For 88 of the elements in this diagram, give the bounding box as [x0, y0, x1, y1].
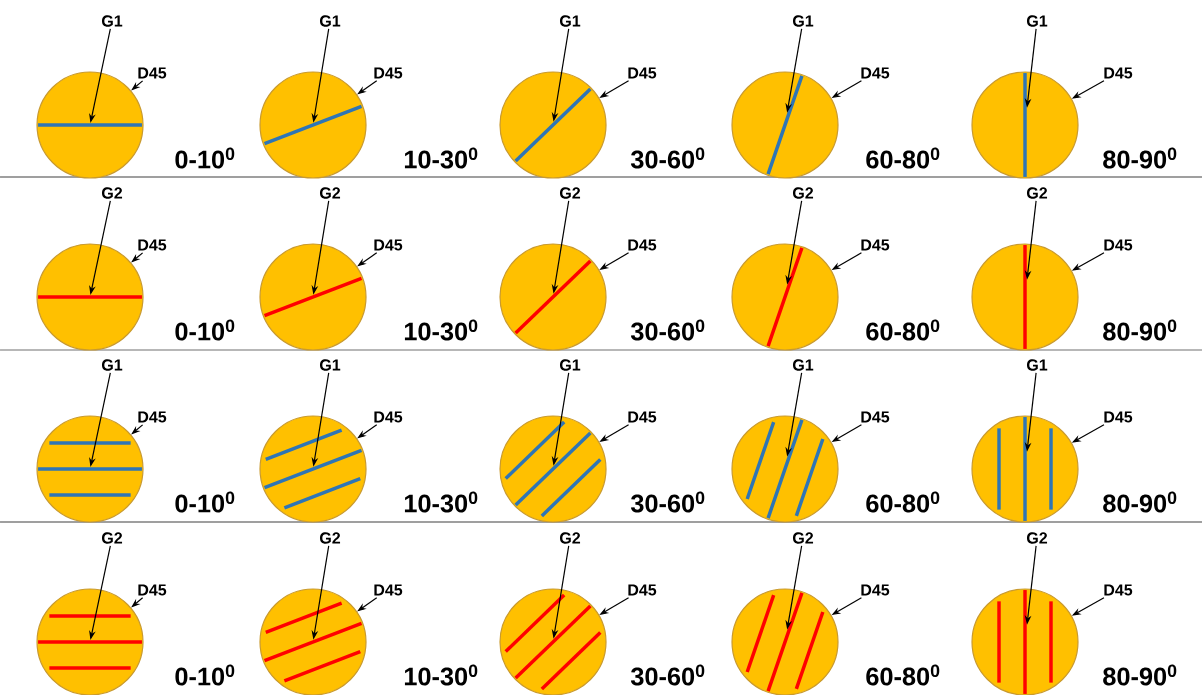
stripe-line — [514, 604, 592, 680]
angle-label: 60-80$^{0}$ — [866, 147, 940, 169]
arrow — [357, 597, 378, 612]
angle-label: 60-80$^{0}$ — [866, 664, 940, 686]
callout-label: D45 — [1104, 584, 1133, 596]
callout-label: D45 — [861, 411, 890, 423]
stripe-line — [263, 448, 363, 490]
stripe-line — [745, 594, 776, 673]
stripe-line — [766, 75, 804, 175]
stripe-line — [263, 621, 363, 663]
callout-label: G2 — [102, 532, 123, 544]
angle-label: 30-60$^{0}$ — [630, 147, 705, 169]
callout-label: G1 — [560, 15, 581, 27]
angle-label: 30-60$^{0}$ — [630, 664, 705, 686]
callout-label: G2 — [320, 532, 341, 544]
angle-label: 80-90$^{0}$ — [1103, 147, 1177, 169]
callout-label: D45 — [374, 239, 403, 251]
callout-label: D45 — [138, 411, 167, 423]
stripe-line — [504, 593, 566, 653]
stripe-line — [283, 650, 361, 683]
callout-label: G2 — [320, 187, 341, 199]
callout-label: G2 — [1027, 187, 1048, 199]
callout-label: D45 — [374, 411, 403, 423]
callout-label: G2 — [560, 532, 581, 544]
stripe-line — [794, 438, 825, 517]
callout-label: G1 — [1027, 15, 1048, 27]
angle-label: 0-10$^{0}$ — [175, 147, 235, 169]
stripe-line — [766, 419, 804, 519]
callout-label: D45 — [1104, 67, 1133, 79]
callout-label: G1 — [793, 15, 814, 27]
angle-label: 80-90$^{0}$ — [1103, 319, 1177, 341]
stripe-line — [265, 428, 343, 461]
angle-label: 30-60$^{0}$ — [630, 319, 705, 341]
angle-label: 10-30$^{0}$ — [404, 664, 478, 686]
angle-label: 0-10$^{0}$ — [175, 319, 235, 341]
callout-label: G2 — [102, 187, 123, 199]
angle-label: 80-90$^{0}$ — [1103, 491, 1177, 513]
callout-label: D45 — [861, 67, 890, 79]
angle-label: 0-10$^{0}$ — [175, 664, 235, 686]
arrow — [357, 424, 378, 439]
stripe-line — [514, 259, 592, 335]
callout-label: D45 — [628, 411, 657, 423]
stripe-line — [514, 87, 592, 163]
callout-label: G1 — [1027, 359, 1048, 371]
callout-label: D45 — [374, 584, 403, 596]
stripe-line — [766, 247, 804, 347]
callout-label: D45 — [138, 584, 167, 596]
callout-label: G2 — [1027, 532, 1048, 544]
angle-label: 80-90$^{0}$ — [1103, 664, 1177, 686]
callout-label: G2 — [793, 532, 814, 544]
angle-label: 10-30$^{0}$ — [404, 319, 478, 341]
callout-label: G1 — [102, 359, 123, 371]
callout-label: G1 — [560, 359, 581, 371]
stripe-line — [540, 631, 602, 691]
stripe-line — [745, 421, 776, 500]
angle-label: 10-30$^{0}$ — [404, 491, 478, 513]
stripe-line — [265, 601, 343, 634]
angle-label: 10-30$^{0}$ — [404, 147, 478, 169]
stripe-line — [514, 431, 592, 507]
callout-label: G2 — [793, 187, 814, 199]
angle-label: 0-10$^{0}$ — [175, 491, 235, 513]
callout-label: G1 — [793, 359, 814, 371]
callout-label: D45 — [628, 67, 657, 79]
arrow — [357, 252, 378, 267]
callout-label: G2 — [560, 187, 581, 199]
callout-label: G1 — [102, 15, 123, 27]
arrow — [357, 80, 378, 95]
stripe-line — [540, 458, 602, 518]
callout-label: D45 — [374, 67, 403, 79]
stripe-line — [283, 477, 361, 510]
callout-label: D45 — [138, 239, 167, 251]
callout-label: D45 — [628, 584, 657, 596]
angle-label: 60-80$^{0}$ — [866, 491, 940, 513]
angle-label: 30-60$^{0}$ — [630, 491, 705, 513]
angle-label: 60-80$^{0}$ — [866, 319, 940, 341]
callout-label: D45 — [628, 239, 657, 251]
callout-label: D45 — [138, 67, 167, 79]
callout-label: D45 — [1104, 239, 1133, 251]
callout-label: D45 — [861, 584, 890, 596]
stripe-line — [263, 276, 363, 318]
stripe-line — [263, 104, 363, 146]
stripe-line — [504, 420, 566, 480]
callout-label: D45 — [861, 239, 890, 251]
stripe-line — [794, 611, 825, 690]
callout-label: G1 — [320, 15, 341, 27]
callout-label: G1 — [320, 359, 341, 371]
callout-label: D45 — [1104, 411, 1133, 423]
stripe-line — [766, 592, 804, 692]
